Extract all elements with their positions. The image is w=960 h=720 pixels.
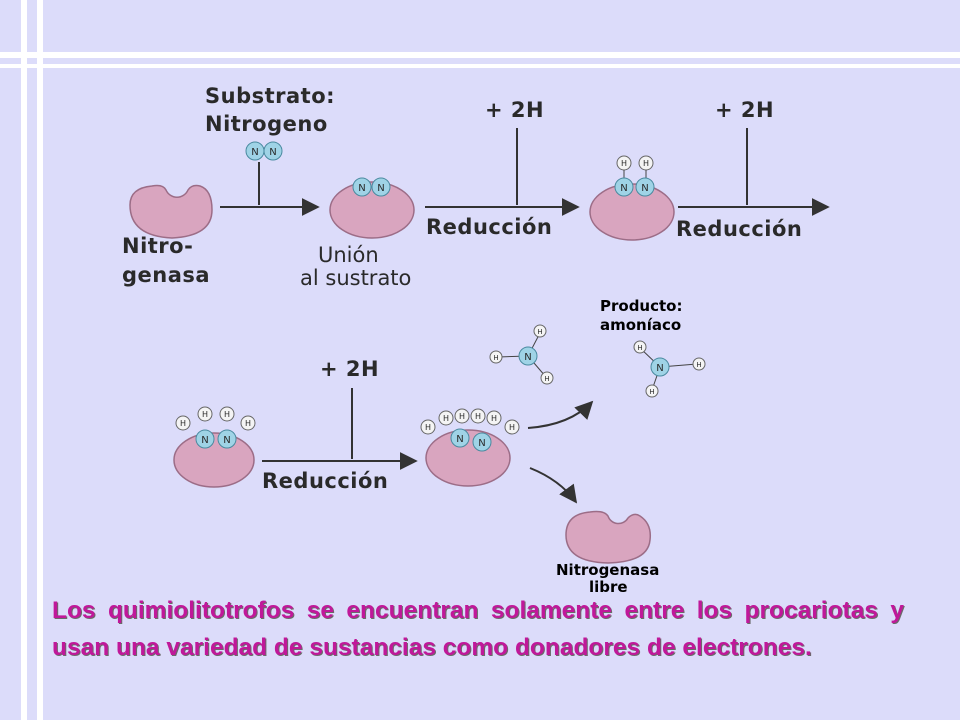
atom-label: N — [269, 147, 276, 158]
atom-label: H — [224, 410, 230, 419]
atom-label: H — [475, 412, 481, 421]
substrate-label-line2: Nitrogeno — [205, 112, 328, 136]
atom-label: N — [456, 434, 463, 445]
atom-label: H — [637, 344, 642, 352]
free-enzyme-label-line1: Nitrogenasa — [556, 561, 659, 579]
ammonia-molecule: N H H H — [489, 324, 554, 385]
atom-label: N — [620, 183, 627, 194]
plus-2h-label: + 2H — [485, 98, 544, 122]
substrate-label-line1: Substrato: — [205, 84, 335, 108]
atom-label: H — [643, 159, 649, 168]
atom-label: H — [493, 354, 498, 362]
reduction-label: Reducción — [676, 217, 802, 241]
atom-label: H — [180, 419, 186, 428]
atom-label: N — [641, 183, 648, 194]
enzyme-label-line1: Nitro- — [122, 234, 193, 258]
bound-n2h4: H H H H N N — [175, 406, 256, 449]
enzyme-label-line2: genasa — [122, 263, 210, 287]
atom-label: H — [649, 388, 654, 396]
product-label-line2: amoníaco — [600, 316, 681, 334]
reduction-label: Reducción — [426, 215, 552, 239]
atom-label: H — [696, 361, 701, 369]
enzyme-release-arrow — [529, 467, 578, 504]
atom-label: N — [377, 183, 384, 194]
atom-label: H — [245, 419, 251, 428]
frame-vertical-bar-2 — [37, 0, 43, 720]
atom-label: N — [358, 183, 365, 194]
atom-label: H — [425, 423, 431, 432]
atom-label: N — [656, 363, 663, 374]
atom-label: H — [459, 412, 465, 421]
product-release-arrow — [527, 400, 594, 429]
bound-2nh3: H H H H H H N N — [420, 408, 520, 452]
enzyme-blob — [129, 184, 213, 239]
atom-label: N — [201, 435, 208, 446]
atom-label: N — [251, 147, 258, 158]
bound-n2h2: H H N N — [614, 155, 655, 197]
frame-horizontal-bar-1 — [0, 52, 960, 58]
plus-2h-label: + 2H — [320, 357, 379, 381]
enzyme-blob — [173, 432, 255, 488]
atom-label: H — [537, 328, 542, 336]
atom-label: H — [443, 414, 449, 423]
ammonia-molecule: N H H H — [633, 340, 706, 398]
binding-label-line1: Unión — [318, 243, 379, 267]
frame-vertical-bar-1 — [21, 0, 27, 720]
frame-horizontal-bar-2 — [0, 64, 960, 68]
atom-label: N — [524, 352, 531, 363]
enzyme-blob — [329, 181, 415, 239]
free-enzyme-blob — [565, 510, 652, 564]
atom-label: H — [621, 159, 627, 168]
atom-label: H — [491, 414, 497, 423]
n2-molecule: N N — [245, 141, 283, 161]
slide-caption: Los quimiolitotrofos se encuentran solam… — [52, 597, 904, 661]
atom-label: N — [223, 435, 230, 446]
plus-2h-label: + 2H — [715, 98, 774, 122]
atom-label: N — [478, 438, 485, 449]
atom-label: H — [202, 410, 208, 419]
enzyme-blob — [589, 183, 675, 241]
free-enzyme-label-line2: libre — [589, 578, 628, 596]
atom-label: H — [544, 375, 549, 383]
binding-label-line2: al sustrato — [300, 266, 411, 290]
product-label-line1: Producto: — [600, 297, 682, 315]
bound-n2: N N — [352, 177, 391, 197]
atom-label: H — [509, 423, 515, 432]
reduction-label: Reducción — [262, 469, 388, 493]
